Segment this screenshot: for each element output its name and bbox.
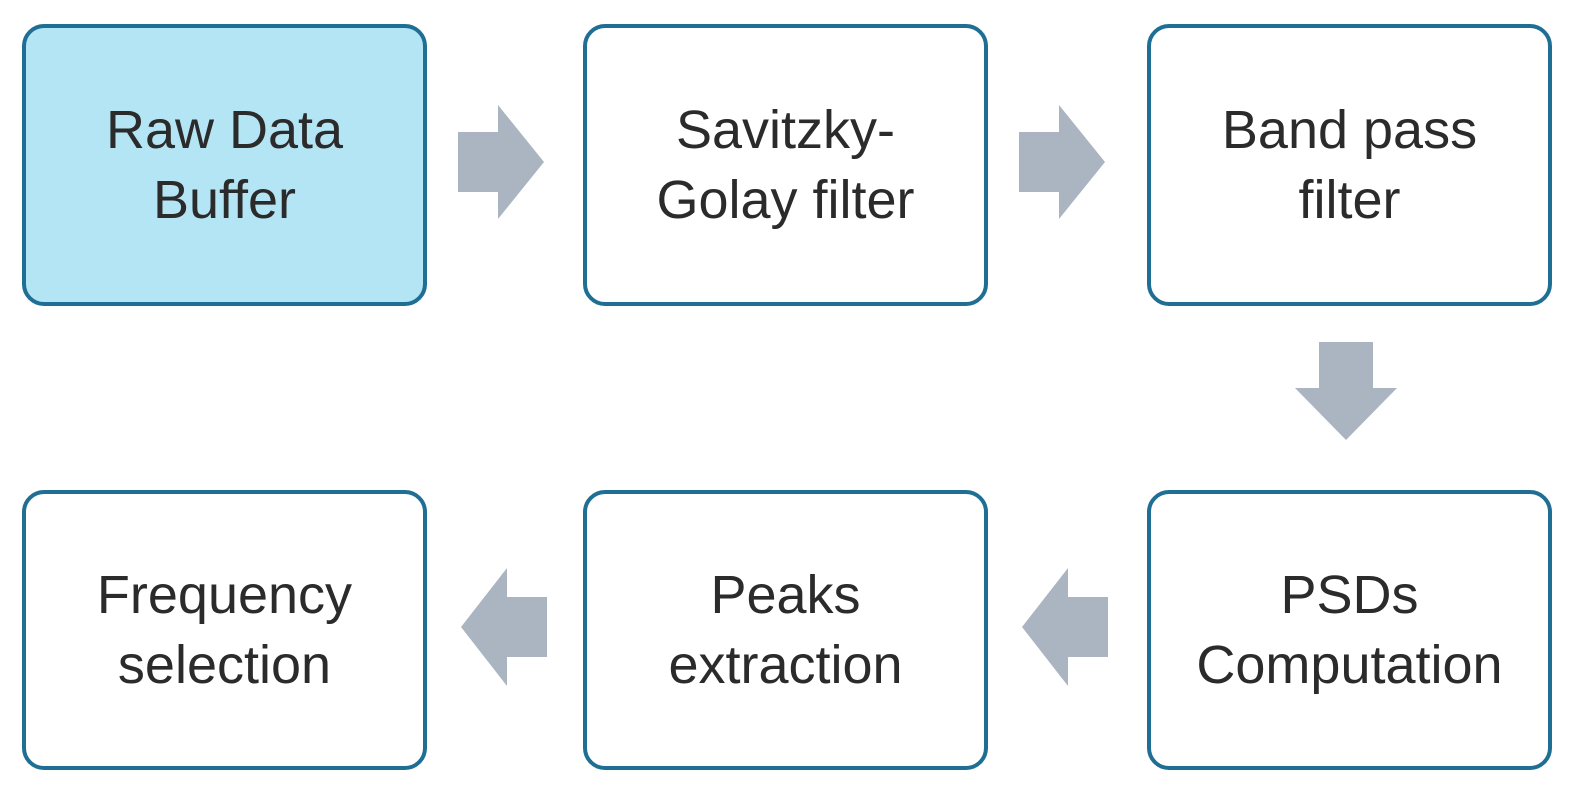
node-label-line1: Band pass (1221, 100, 1478, 160)
node-label-line1: PSDs (1280, 565, 1419, 625)
node-label-line2: selection (117, 635, 332, 695)
arrow-right-icon (1019, 105, 1105, 219)
node-label-line2: filter (1298, 170, 1401, 230)
node-label-line1: Peaks (710, 565, 861, 625)
node-label-line2: extraction (668, 635, 903, 695)
node-peaks-extraction: Peaks extraction (583, 490, 988, 770)
node-raw-data-buffer: Raw Data Buffer (22, 24, 427, 306)
arrow-down-icon (1295, 342, 1397, 440)
node-label-line1: Savitzky- (675, 100, 896, 160)
arrow-left-icon (461, 568, 547, 686)
node-label-line2: Golay filter (656, 170, 915, 230)
node-label-line1: Frequency (96, 565, 353, 625)
node-frequency-selection: Frequency selection (22, 490, 427, 770)
arrow-right-icon (458, 105, 544, 219)
node-band-pass-filter: Band pass filter (1147, 24, 1552, 306)
node-label-line2: Buffer (152, 170, 297, 230)
node-psds-computation: PSDs Computation (1147, 490, 1552, 770)
node-label-line1: Raw Data (105, 100, 344, 160)
arrow-left-icon (1022, 568, 1108, 686)
node-label-line2: Computation (1196, 635, 1503, 695)
node-savitzky-golay-filter: Savitzky- Golay filter (583, 24, 988, 306)
